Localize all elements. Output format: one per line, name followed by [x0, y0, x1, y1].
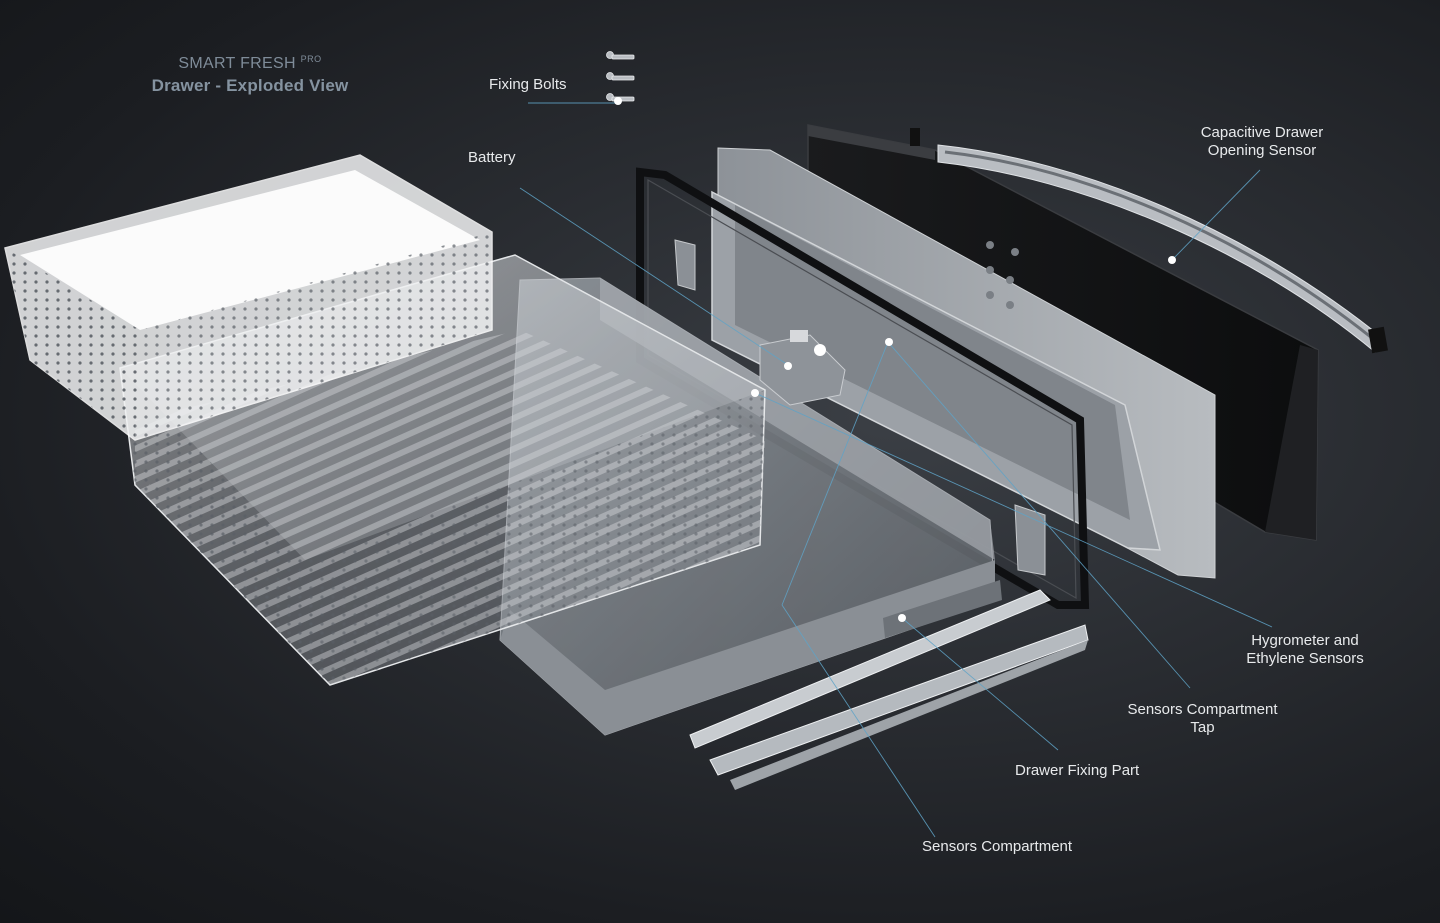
- sensor-module: [759, 330, 846, 406]
- label-capacitive-line2: Opening Sensor: [1207, 142, 1317, 159]
- leader-line-sensors-compartment-up: [781, 341, 889, 606]
- callout-dot-capacitive: [1168, 256, 1176, 264]
- diagram-subtitle: Drawer - Exploded View: [151, 76, 349, 95]
- capacitive-sensor-bar: [910, 128, 1388, 354]
- leader-line-sensors-compartment: [781, 604, 936, 838]
- callout-dot-battery: [784, 362, 792, 370]
- upper-perforated-basket: [4, 154, 493, 441]
- label-sensors-tap: Sensors Compartment Tap: [1115, 701, 1290, 737]
- brand-title: SMART FRESH PRO: [100, 48, 400, 75]
- callout-dot-hygrometer: [751, 389, 759, 397]
- leader-line-hygrometer: [754, 392, 1273, 628]
- callout-dots: [614, 97, 1176, 622]
- leader-line-drawer-fixing: [901, 617, 1059, 751]
- label-fixing-bolts: Fixing Bolts: [489, 76, 567, 93]
- label-tap-line2: Tap: [1190, 719, 1215, 736]
- leader-line-battery: [519, 187, 789, 366]
- leader-line-tap: [887, 341, 1191, 689]
- diagram-title: SMART FRESH PRO Drawer - Exploded View: [100, 48, 400, 97]
- fixing-bolts-group: [606, 51, 635, 102]
- label-drawer-fixing: Drawer Fixing Part: [1015, 762, 1140, 779]
- frame-screws: [986, 241, 1019, 309]
- callout-dot-tap: [885, 338, 893, 346]
- callout-dot-bolts: [614, 97, 622, 105]
- label-tap-line1: Sensors Compartment: [1127, 701, 1278, 718]
- label-hygrometer: Hygrometer and Ethylene Sensors: [1230, 632, 1380, 668]
- label-capacitive-line1: Capacitive Drawer: [1200, 124, 1324, 141]
- drawer-rails: [674, 239, 1089, 790]
- leader-line-capacitive: [1171, 169, 1261, 261]
- callout-dot-drawer-fixing: [898, 614, 906, 622]
- label-capacitive-sensor: Capacitive Drawer Opening Sensor: [1182, 124, 1342, 160]
- label-sensors-compartment: Sensors Compartment: [922, 838, 1073, 855]
- leader-lines: [519, 102, 1273, 838]
- label-hygrometer-line1: Hygrometer and: [1251, 632, 1359, 649]
- label-battery: Battery: [468, 149, 516, 166]
- brand-superscript: PRO: [300, 54, 322, 64]
- brand-name: SMART FRESH: [178, 55, 296, 72]
- label-hygrometer-line2: Ethylene Sensors: [1246, 650, 1364, 667]
